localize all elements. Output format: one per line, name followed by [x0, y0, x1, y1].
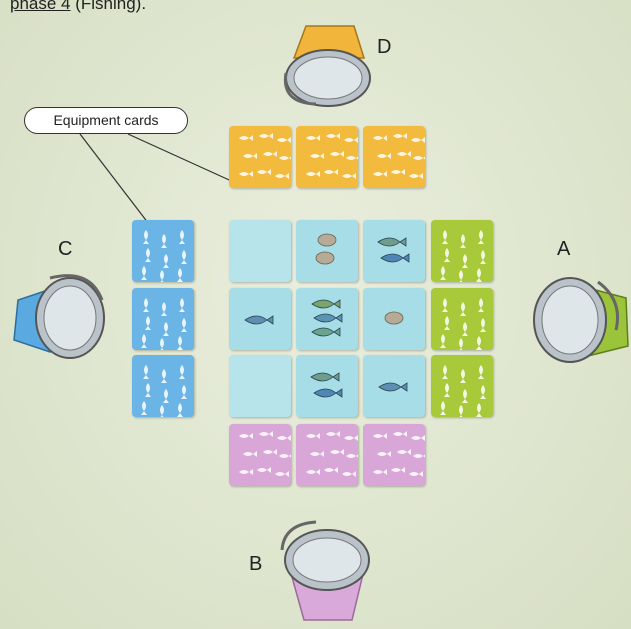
lake-tile-r1c1[interactable] — [229, 220, 291, 282]
equipment-card-c-1[interactable] — [132, 220, 194, 282]
player-label-a: A — [557, 238, 570, 261]
equipment-card-a-3[interactable] — [431, 355, 493, 417]
equipment-card-b-2[interactable] — [296, 424, 358, 486]
lake-tile-r2c2[interactable] — [296, 288, 358, 350]
equipment-card-a-2[interactable] — [431, 288, 493, 350]
bucket-a-icon[interactable] — [528, 270, 631, 370]
lake-tile-r1c3[interactable] — [363, 220, 425, 282]
equipment-cards-callout: Equipment cards — [24, 107, 188, 134]
bucket-b-icon[interactable] — [276, 520, 376, 628]
equipment-card-b-1[interactable] — [229, 424, 291, 486]
equipment-card-c-3[interactable] — [132, 355, 194, 417]
equipment-card-d-1[interactable] — [229, 126, 291, 188]
lake-tile-r1c2[interactable] — [296, 220, 358, 282]
equipment-card-a-1[interactable] — [431, 220, 493, 282]
instruction-text: phase 4 (Fishing). — [10, 0, 146, 14]
bucket-c-icon[interactable] — [10, 270, 110, 365]
lake-tile-r3c1[interactable] — [229, 355, 291, 417]
lake-tile-r3c3[interactable] — [363, 355, 425, 417]
lake-tile-r3c2[interactable] — [296, 355, 358, 417]
equipment-card-d-2[interactable] — [296, 126, 358, 188]
lake-tile-r2c3[interactable] — [363, 288, 425, 350]
player-label-b: B — [249, 553, 262, 576]
bucket-d-icon[interactable] — [276, 18, 376, 108]
player-label-d: D — [377, 36, 391, 59]
lake-tile-r2c1[interactable] — [229, 288, 291, 350]
phase-link[interactable]: phase 4 — [10, 0, 71, 13]
equipment-card-c-2[interactable] — [132, 288, 194, 350]
equipment-card-b-3[interactable] — [363, 424, 425, 486]
player-label-c: C — [58, 238, 72, 261]
instruction-rest: (Fishing). — [71, 0, 147, 13]
equipment-card-d-3[interactable] — [363, 126, 425, 188]
